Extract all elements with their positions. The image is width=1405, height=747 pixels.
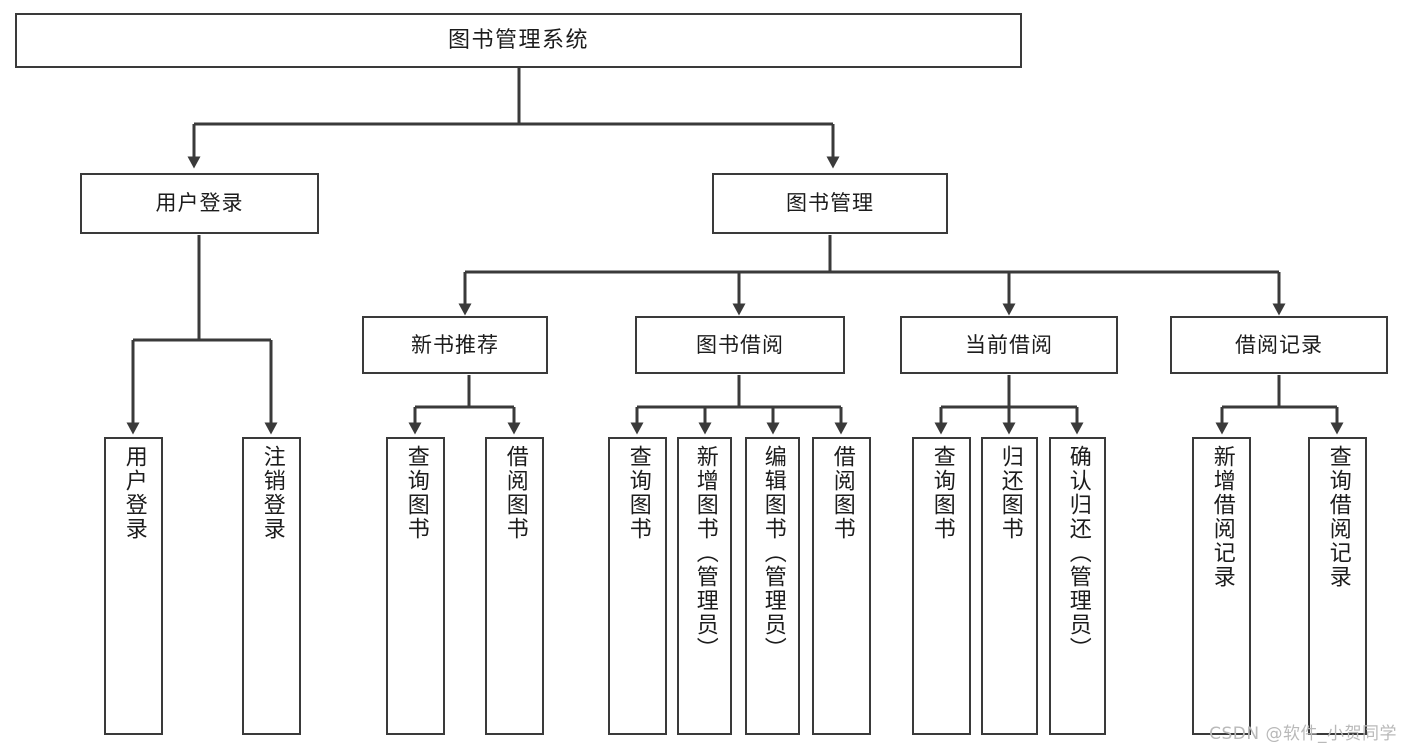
- node-label: 新书推荐: [411, 332, 499, 357]
- leaf-edit-book-admin[interactable]: 编辑图书（管理员）: [745, 437, 800, 735]
- node-label: 查询图书: [403, 445, 429, 541]
- leaf-add-book-admin[interactable]: 新增图书（管理员）: [677, 437, 732, 735]
- leaf-add-borrow-record[interactable]: 新增借阅记录: [1192, 437, 1251, 735]
- leaf-confirm-return-admin[interactable]: 确认归还（管理员）: [1049, 437, 1106, 735]
- leaf-query-borrow-record[interactable]: 查询借阅记录: [1308, 437, 1367, 735]
- node-label: 查询借阅记录: [1325, 445, 1351, 589]
- node-borrow-record[interactable]: 借阅记录: [1170, 316, 1388, 374]
- leaf-user-login[interactable]: 用户登录: [104, 437, 163, 735]
- node-label: 当前借阅: [965, 332, 1053, 357]
- node-label: 图书管理: [786, 191, 874, 216]
- node-label: 确认归还（管理员）: [1065, 445, 1091, 661]
- node-label: 图书借阅: [696, 332, 784, 357]
- leaf-query-book-current[interactable]: 查询图书: [912, 437, 971, 735]
- node-book-manage[interactable]: 图书管理: [712, 173, 948, 234]
- node-label: 借阅记录: [1235, 332, 1323, 357]
- node-label: 新增图书（管理员）: [692, 445, 718, 661]
- node-user-login[interactable]: 用户登录: [80, 173, 319, 234]
- node-label: 查询图书: [625, 445, 651, 541]
- node-current-borrow[interactable]: 当前借阅: [900, 316, 1118, 374]
- node-label: 查询图书: [929, 445, 955, 541]
- node-label: 归还图书: [997, 445, 1023, 541]
- node-label: 用户登录: [155, 191, 244, 216]
- leaf-borrow-book-recommendation[interactable]: 借阅图书: [485, 437, 544, 735]
- leaf-borrow-book[interactable]: 借阅图书: [812, 437, 871, 735]
- leaf-query-book-borrow[interactable]: 查询图书: [608, 437, 667, 735]
- node-label: 新增借阅记录: [1209, 445, 1235, 589]
- node-new-book-recommendation[interactable]: 新书推荐: [362, 316, 548, 374]
- node-root-system[interactable]: 图书管理系统: [15, 13, 1022, 68]
- node-label: 注销登录: [259, 445, 285, 541]
- leaf-logout[interactable]: 注销登录: [242, 437, 301, 735]
- leaf-return-book[interactable]: 归还图书: [981, 437, 1038, 735]
- node-label: 借阅图书: [829, 445, 855, 541]
- node-label: 编辑图书（管理员）: [760, 445, 786, 661]
- node-label: 用户登录: [121, 445, 147, 541]
- leaf-query-book-recommendation[interactable]: 查询图书: [386, 437, 445, 735]
- node-label: 借阅图书: [502, 445, 528, 541]
- node-label: 图书管理系统: [447, 27, 589, 53]
- node-book-borrow[interactable]: 图书借阅: [635, 316, 845, 374]
